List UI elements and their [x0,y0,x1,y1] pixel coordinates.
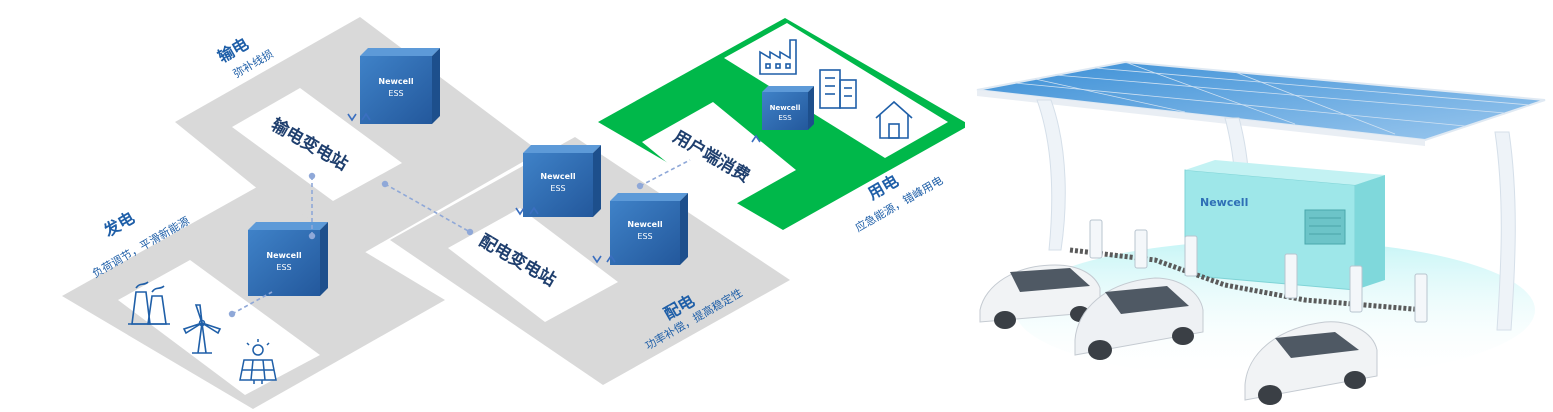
factory-icon [759,39,797,75]
ess-unit-distribution-2: Newcell ESS [610,193,688,265]
solar-panel-icon [239,339,277,384]
consumer-area [642,102,796,210]
transmission-substation-area [232,88,402,201]
electric-car-2 [1074,277,1204,360]
electric-car-1 [979,264,1101,329]
solar-charging-station-illustration: Newcell [976,60,1546,405]
ess-brand-label: Newcell [770,104,801,112]
electric-car-3 [1244,321,1378,405]
generation-plant-area [118,260,320,395]
ess-model-label: ESS [778,114,792,122]
generation-tile [62,187,445,409]
ground-glow [1015,240,1535,380]
ess-model-label: ESS [276,263,291,272]
storage-container: Newcell [1184,160,1385,291]
ess-brand-label: Newcell [540,172,575,181]
generation-title: 发电 [100,208,138,241]
charging-track [1069,247,1426,313]
wind-turbine-icon [182,304,222,354]
ess-brand-label: Newcell [627,220,662,229]
ess-brand-label: Newcell [378,77,413,86]
consumption-segment: 用户端消费 用电 应急能源，错峰用电 Newcell ESS [598,18,965,235]
house-icon [875,100,913,139]
flow-connectors [231,159,691,315]
container-brand-label: Newcell [1200,196,1248,209]
office-building-icon [819,69,857,109]
ess-model-label: ESS [637,232,652,241]
ess-unit-transmission: Newcell ESS [360,48,440,124]
up-arrow-icon [751,134,761,143]
ess-unit-generation: Newcell ESS [248,222,328,296]
connector-nodes [228,172,644,318]
ess-brand-label: Newcell [266,251,301,260]
solar-canopy [976,60,1546,146]
power-plant-icon [128,281,170,325]
ess-model-label: ESS [388,89,403,98]
ess-unit-consumption: Newcell ESS [762,86,814,130]
energy-storage-application-diagram: 输电变电站 输电 弥补线损 Newcell ESS 配电变电站 配电 功率补偿，… [62,17,965,409]
ev-chargers [1089,219,1428,323]
ess-model-label: ESS [550,184,565,193]
ess-unit-distribution-1: Newcell ESS [523,145,601,217]
distribution-substation-area [448,208,618,322]
